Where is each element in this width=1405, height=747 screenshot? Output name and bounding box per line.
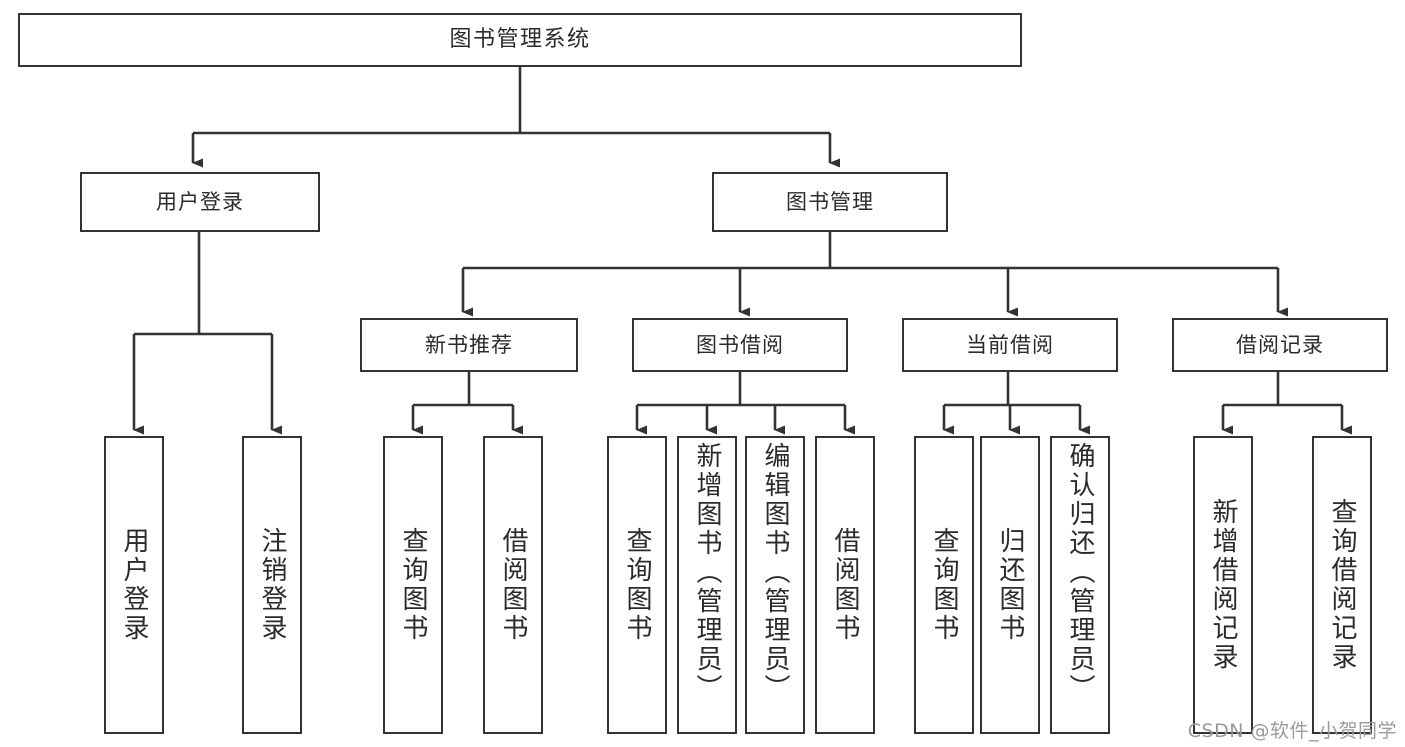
- node-book-manage[interactable]: 图书管理: [712, 172, 948, 232]
- node-borrow-record-label: 借阅记录: [1236, 332, 1324, 357]
- node-new-book-recommend[interactable]: 新书推荐: [360, 318, 578, 372]
- node-book-manage-label: 图书管理: [786, 189, 874, 214]
- node-leaf-query-book-1[interactable]: 查询图书: [383, 436, 443, 734]
- node-leaf-query-book-3[interactable]: 查询图书: [914, 436, 974, 734]
- node-leaf-query-book-3-label: 查询图书: [929, 527, 959, 643]
- node-leaf-logout-label: 注销登录: [257, 527, 287, 643]
- node-borrow-record[interactable]: 借阅记录: [1172, 318, 1388, 372]
- node-leaf-add-book-label: 新增图书（管理员）: [692, 442, 722, 703]
- node-user-login-label: 用户登录: [156, 189, 244, 214]
- node-leaf-confirm-return[interactable]: 确认归还（管理员）: [1050, 436, 1110, 734]
- node-leaf-return-book-label: 归还图书: [995, 527, 1025, 643]
- node-leaf-query-book-2-label: 查询图书: [622, 527, 652, 643]
- node-leaf-borrow-book-2[interactable]: 借阅图书: [815, 436, 875, 734]
- node-leaf-query-book-2[interactable]: 查询图书: [607, 436, 667, 734]
- node-leaf-add-record[interactable]: 新增借阅记录: [1193, 436, 1253, 734]
- node-new-book-recommend-label: 新书推荐: [425, 332, 513, 357]
- node-book-borrow[interactable]: 图书借阅: [632, 318, 848, 372]
- node-leaf-add-record-label: 新增借阅记录: [1208, 498, 1238, 672]
- node-leaf-borrow-book-1[interactable]: 借阅图书: [483, 436, 543, 734]
- node-book-borrow-label: 图书借阅: [696, 332, 784, 357]
- node-leaf-borrow-book-1-label: 借阅图书: [498, 527, 528, 643]
- node-leaf-user-login[interactable]: 用户登录: [104, 436, 164, 734]
- node-leaf-edit-book[interactable]: 编辑图书（管理员）: [745, 436, 805, 734]
- node-current-borrow-label: 当前借阅: [966, 332, 1054, 357]
- node-leaf-query-record-label: 查询借阅记录: [1327, 498, 1357, 672]
- node-leaf-add-book[interactable]: 新增图书（管理员）: [677, 436, 737, 734]
- node-user-login[interactable]: 用户登录: [80, 172, 320, 232]
- node-root-label: 图书管理系统: [449, 27, 591, 53]
- node-leaf-return-book[interactable]: 归还图书: [980, 436, 1040, 734]
- watermark-text: CSDN @软件_小贺同学: [1187, 720, 1397, 742]
- node-leaf-edit-book-label: 编辑图书（管理员）: [760, 442, 790, 703]
- node-leaf-borrow-book-2-label: 借阅图书: [830, 527, 860, 643]
- node-leaf-user-login-label: 用户登录: [119, 527, 149, 643]
- node-leaf-query-book-1-label: 查询图书: [398, 527, 428, 643]
- node-current-borrow[interactable]: 当前借阅: [902, 318, 1118, 372]
- node-root[interactable]: 图书管理系统: [18, 13, 1022, 67]
- node-leaf-confirm-return-label: 确认归还（管理员）: [1065, 442, 1095, 703]
- node-leaf-query-record[interactable]: 查询借阅记录: [1312, 436, 1372, 734]
- node-leaf-logout[interactable]: 注销登录: [242, 436, 302, 734]
